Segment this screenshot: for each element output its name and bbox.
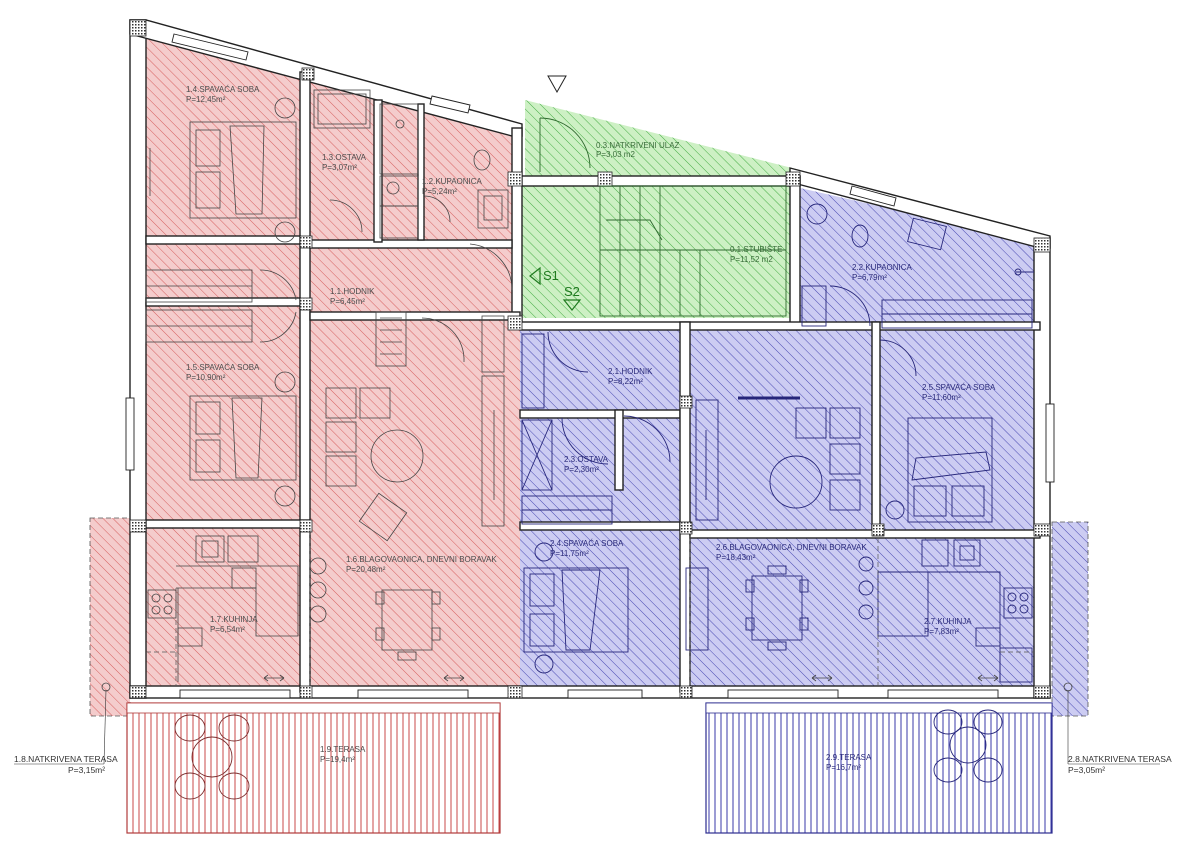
room-labels: 1.4.SPAVAĆA SOBA P=12,45m² 1.3.OSTAVA P=… [14, 85, 1172, 775]
common-area [520, 100, 800, 318]
room-2-8-area: P=3,05m² [1068, 765, 1105, 775]
room-2-6-area: P=18,43m² [716, 553, 756, 562]
room-2-3-name: 2.3.OSTAVA [564, 455, 609, 464]
room-2-2-name: 2.2.KUPAONICA [852, 263, 913, 272]
room-1-7-name: 1.7.KUHINJA [210, 615, 258, 624]
bed-2-4 [523, 542, 629, 674]
bed-1-4 [149, 97, 297, 243]
room-0-1-area: P=11,52 m2 [730, 255, 773, 264]
room-2-7-area: P=7,83m² [924, 627, 959, 636]
terrace-1-deck [126, 702, 501, 834]
unit-2-area [520, 188, 1040, 690]
room-2-7-name: 2.7.KUHINJA [924, 617, 972, 626]
sliding-door-arrows [263, 674, 999, 682]
room-0-3-name: 0.3.NATKRIVENI ULAZ [596, 141, 680, 150]
room-2-9-area: P=16,7m² [826, 763, 861, 772]
room-1-4-area: P=12,45m² [186, 95, 226, 104]
section-label-s1: S1 [543, 268, 559, 283]
room-2-9-name: 2.9.TERASA [826, 753, 872, 762]
covered-terrace-1 [89, 517, 131, 717]
room-0-3-area: P=3,03 m2 [596, 150, 635, 159]
hallway-2-1-items [521, 331, 671, 525]
terrace-2-table-set [933, 709, 1003, 783]
section-marker-s2: S2 [562, 284, 582, 311]
room-2-4-name: 2.4.SPAVAĆA SOBA [550, 539, 624, 548]
room-1-9-name: 1.9.TERASA [320, 745, 366, 754]
room-1-3-name: 1.3.OSTAVA [322, 153, 367, 162]
room-2-1-name: 2.1.HODNIK [608, 367, 653, 376]
room-1-8-name: 1.8.NATKRIVENA TERASA [14, 754, 118, 764]
room-1-4-name: 1.4.SPAVAĆA SOBA [186, 85, 260, 94]
room-2-1-area: P=8,22m² [608, 377, 643, 386]
room-2-6-name: 2.6.BLAGOVAONICA, DNEVNI BORAVAK [716, 543, 867, 552]
windows [125, 33, 1055, 699]
room-1-9-area: P=19,4m² [320, 755, 355, 764]
room-1-3-area: P=3,07m² [322, 163, 357, 172]
terrace-1-table-set [174, 714, 250, 800]
covered-terrace-2 [1051, 521, 1089, 717]
room-2-3-area: P=2,30m² [564, 465, 599, 474]
wardrobe-2-5 [879, 299, 1033, 377]
room-1-5-area: P=10,90m² [186, 373, 226, 382]
room-1-2-name: 1.2.KUPAONICA [422, 177, 483, 186]
stairwell-0-1 [539, 117, 787, 317]
room-1-1-area: P=6,45m² [330, 297, 365, 306]
room-1-7-area: P=6,54m² [210, 625, 245, 634]
room-1-6-name: 1.6.BLAGOVAONICA, DNEVNI BORAVAK [346, 555, 497, 564]
entrance-marker [547, 75, 567, 94]
wardrobes-1 [145, 269, 297, 343]
room-2-4-area: P=11,75m² [550, 549, 589, 558]
terrace-2-deck [705, 702, 1053, 834]
section-label-s2: S2 [564, 284, 580, 299]
room-2-2-area: P=6,79m² [852, 273, 887, 282]
hallway-1-1-items [375, 243, 513, 373]
room-1-1-name: 1.1.HODNIK [330, 287, 375, 296]
room-0-1-name: 0.1.STUBIŠTE [730, 245, 782, 254]
dashed-outlines [146, 530, 1034, 686]
bathroom-2-2-fixtures [801, 203, 1034, 327]
living-room-2-6-furniture [685, 396, 874, 651]
room-2-5-area: P=11,60m² [922, 393, 961, 402]
bed-1-5 [189, 371, 297, 507]
room-1-6-area: P=20,48m² [346, 565, 386, 574]
room-2-5-name: 2.5.SPAVAĆA SOBA [922, 383, 996, 392]
bed-2-5 [885, 417, 993, 523]
room-2-8-name: 2.8.NATKRIVENA TERASA [1068, 754, 1172, 764]
room-1-5-name: 1.5.SPAVAĆA SOBA [186, 363, 260, 372]
room-1-8-area: P=3,15m² [68, 765, 105, 775]
living-room-1-6-furniture [309, 375, 505, 661]
bathroom-1-2-fixtures [313, 89, 509, 239]
structural-columns [129, 19, 1051, 699]
section-marker-s1: S1 [529, 266, 559, 286]
room-1-2-area: P=5,24m² [422, 187, 457, 196]
